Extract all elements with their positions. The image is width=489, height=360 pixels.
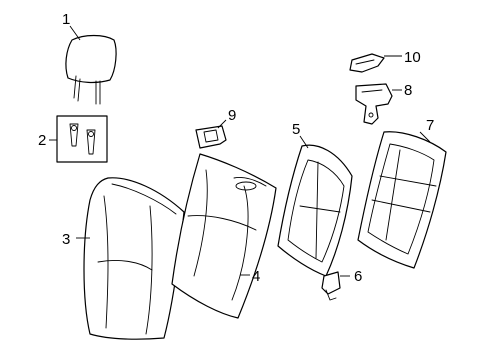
callout-6: 6 (354, 268, 362, 285)
headrest-part (65, 34, 117, 105)
callout-10: 10 (404, 49, 421, 66)
seatback-cover-part (83, 177, 185, 340)
seatback-frame-part (277, 144, 353, 277)
callout-8: 8 (404, 82, 412, 99)
callout-2: 2 (38, 132, 46, 149)
back-panel-part (357, 131, 447, 269)
headrest-guides-part (56, 115, 108, 163)
bracket-part (195, 125, 227, 149)
callout-9: 9 (228, 107, 236, 124)
latch-part (355, 83, 393, 125)
seatback-pad-part (171, 153, 277, 319)
callout-4: 4 (252, 268, 260, 285)
callout-3: 3 (62, 231, 70, 248)
clip-part (321, 271, 341, 301)
callout-1: 1 (62, 11, 70, 28)
strap-part (349, 53, 385, 73)
callout-7: 7 (426, 117, 434, 134)
callout-5: 5 (292, 121, 300, 138)
